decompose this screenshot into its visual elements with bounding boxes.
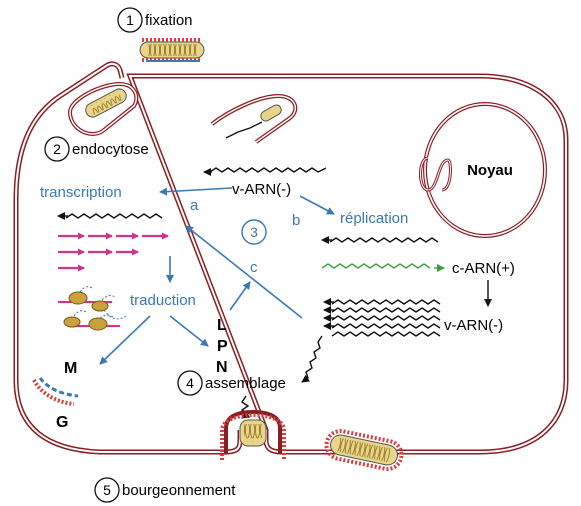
v-rna-genome-top bbox=[209, 167, 327, 173]
mrna-transcripts bbox=[58, 232, 169, 272]
nucleus: Noyau bbox=[423, 102, 547, 238]
endocytose-label: endocytose bbox=[72, 141, 149, 158]
step-3-number: 3 bbox=[250, 224, 258, 240]
endocytic-vesicle bbox=[67, 81, 139, 136]
step-3-badge bbox=[241, 219, 267, 245]
path-c-label: c bbox=[250, 259, 258, 276]
arrow-to-m bbox=[99, 315, 151, 365]
membrane-proteins-m-g bbox=[32, 377, 79, 406]
translation-label: traduction bbox=[130, 292, 196, 309]
replication-label: réplication bbox=[340, 210, 408, 227]
arrow-to-lpn bbox=[169, 315, 209, 347]
nucleus-label: Noyau bbox=[467, 162, 513, 179]
budding-virion bbox=[220, 409, 286, 460]
arrow-to-cycle bbox=[229, 281, 251, 311]
released-virion bbox=[324, 429, 404, 471]
arrow-b bbox=[299, 195, 335, 215]
transcription-template-rna bbox=[65, 213, 163, 219]
virion-fixation bbox=[139, 38, 205, 62]
protein-p: P bbox=[217, 338, 228, 355]
replication-template-rna bbox=[329, 237, 439, 243]
path-b-label: b bbox=[292, 212, 300, 229]
ribosomes bbox=[58, 286, 127, 331]
protein-m: M bbox=[64, 360, 77, 377]
protein-g: G bbox=[56, 414, 68, 431]
v-rna-top-label: v-ARN(-) bbox=[232, 181, 291, 198]
positive-rna-strand bbox=[321, 263, 431, 269]
step-4-badge bbox=[177, 370, 203, 396]
transcription-label: transcription bbox=[40, 184, 122, 201]
path-a-label: a bbox=[190, 197, 199, 214]
v-rna-bottom-label: v-ARN(-) bbox=[444, 317, 503, 334]
cell-membrane bbox=[13, 61, 569, 455]
protein-l: L bbox=[217, 317, 227, 334]
step-5-badge bbox=[94, 477, 120, 503]
c-rna-label: c-ARN(+) bbox=[452, 260, 515, 277]
protein-n: N bbox=[216, 359, 228, 376]
step-1-number: 1 bbox=[126, 12, 134, 28]
progeny-v-rna bbox=[331, 299, 441, 337]
step-5-number: 5 bbox=[103, 482, 111, 498]
step-2-badge bbox=[44, 136, 70, 162]
rna-to-assembly bbox=[301, 335, 323, 383]
step-2-number: 2 bbox=[53, 141, 61, 157]
arrow-a bbox=[159, 187, 233, 196]
fixation-label: fixation bbox=[145, 12, 193, 29]
step-4-number: 4 bbox=[186, 375, 194, 391]
step-1-badge bbox=[117, 7, 143, 33]
arrow-c bbox=[185, 225, 303, 319]
bourgeonnement-label: bourgeonnement bbox=[122, 482, 236, 499]
assemblage-label: assemblage bbox=[205, 375, 286, 392]
uncoating-vesicle bbox=[210, 93, 298, 144]
